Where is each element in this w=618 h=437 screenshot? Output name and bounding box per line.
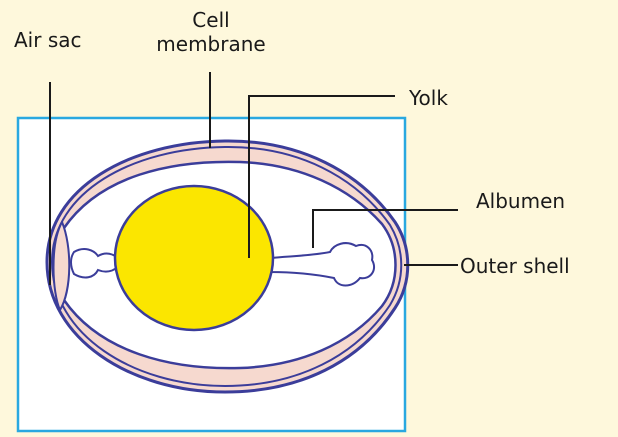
- label-albumen: Albumen: [476, 189, 565, 213]
- label-yolk: Yolk: [409, 86, 448, 110]
- label-outer-shell: Outer shell: [460, 254, 570, 278]
- label-air-sac: Air sac: [14, 28, 82, 52]
- label-cell-membrane: Cell membrane: [148, 8, 274, 56]
